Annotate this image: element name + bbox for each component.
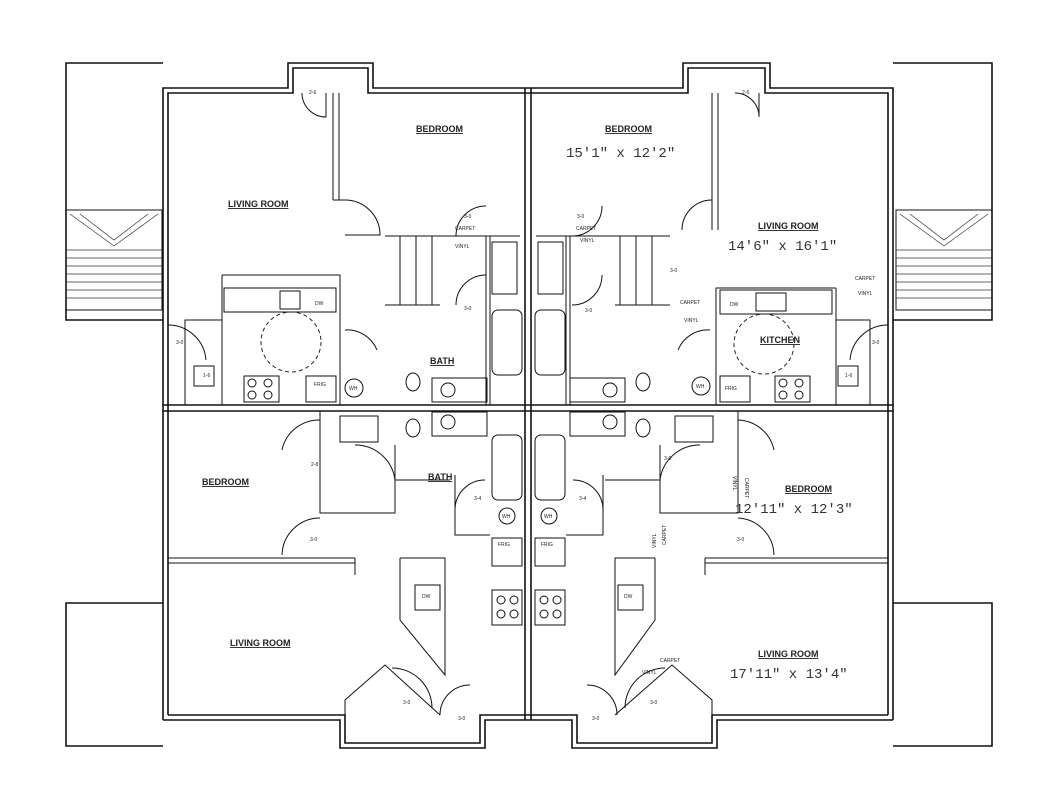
door-swings [167,92,889,716]
label-living-room-bottom-right: LIVING ROOM [758,649,819,659]
stairs-right [895,209,993,311]
appliance-tag-dw: DW [624,594,633,600]
label-living-room-top-left: LIVING ROOM [228,199,289,209]
walls-bottom-left-unit [168,411,490,716]
appliance-tag-wh: WH [696,384,705,390]
flooring-tag-vinyl: VINYL [642,670,657,676]
appliance-tag-frig: FRIG [498,542,510,548]
flooring-tag-carpet: CARPET [743,478,749,498]
kitchen-bottom-center [339,415,714,626]
label-living-room-bottom-left: LIVING ROOM [230,638,291,648]
door-tag: 3-0 [670,268,677,274]
balcony-bottom-left [65,602,163,747]
door-tag: 3-0 [310,537,317,543]
appliance-tag-wh: WH [502,514,511,520]
appliance-tag-frig: FRIG [314,382,326,388]
door-tag: 3-0 [737,537,744,543]
door-tag: 2-6 [742,90,749,96]
dimension-bedroom-bottom-right: 12'11" x 12'3" [735,502,853,518]
door-tag: 3-0 [592,716,599,722]
dimension-bedroom-top-right: 15'1" x 12'2" [566,146,675,162]
balcony-bottom-right [893,602,993,747]
door-tag: 3-0 [458,716,465,722]
balcony-top-left [65,62,163,321]
dimension-living-room-top-right: 14'6" x 16'1" [728,239,837,255]
door-tag: 1-6 [203,373,210,379]
label-bedroom-top-right: BEDROOM [605,124,652,134]
door-tag: 3-0 [464,306,471,312]
balcony-top-right [893,62,993,321]
flooring-tag-carpet: CARPET [680,300,700,306]
door-tag: 3-0 [403,700,410,706]
door-tag: 3-4 [474,496,481,502]
door-tag: 3-0 [464,214,471,220]
appliance-tag-wh: WH [544,514,553,520]
label-kitchen-top-right: KITCHEN [760,335,800,345]
label-bath-top-left: BATH [430,356,454,366]
bath-fixtures [405,241,651,501]
door-tag: 3-0 [650,700,657,706]
door-tag: 1-6 [845,373,852,379]
label-bath-bottom-left: BATH [428,472,452,482]
appliance-tag-dw: DW [730,302,739,308]
appliance-tag-wh: WH [349,386,358,392]
kitchen-top-right [691,289,859,403]
outer-walls [162,62,894,749]
flooring-tag-carpet: CARPET [455,226,475,232]
walls-top-left-unit [184,93,520,405]
door-tag: 3-0 [872,340,879,346]
appliance-tag-dw: DW [315,301,324,307]
label-living-room-top-right: LIVING ROOM [758,221,819,231]
appliance-tag-dw: DW [422,594,431,600]
door-tag: 3-4 [579,496,586,502]
label-bedroom-bottom-left: BEDROOM [202,477,249,487]
flooring-tag-vinyl: VINYL [652,533,658,548]
label-bedroom-top-left: BEDROOM [416,124,463,134]
walls-bottom-right-unit [566,411,888,716]
door-tag: 3-0 [176,340,183,346]
label-bedroom-bottom-right: BEDROOM [785,484,832,494]
stairs-left [65,209,163,311]
door-tag: 3-0 [577,214,584,220]
door-tag: 3-0 [585,308,592,314]
flooring-tag-vinyl: VINYL [731,476,737,491]
door-tag: 2-6 [309,90,316,96]
flooring-tag-vinyl: VINYL [858,291,873,297]
door-tag: 2-8 [311,462,318,468]
walls-top-right-unit [536,93,871,405]
flooring-tag-vinyl: VINYL [455,244,470,250]
flooring-tag-vinyl: VINYL [580,238,595,244]
door-tag: 3-0 [664,456,671,462]
flooring-tag-carpet: CARPET [855,276,875,282]
dimension-living-room-bottom-right: 17'11" x 13'4" [730,667,848,683]
kitchen-top-left [193,287,364,403]
flooring-tag-vinyl: VINYL [684,318,699,324]
appliance-tag-frig: FRIG [725,386,737,392]
flooring-tag-carpet: CARPET [662,525,668,545]
flooring-tag-carpet: CARPET [660,658,680,664]
flooring-tag-carpet: CARPET [576,226,596,232]
appliance-tag-frig: FRIG [541,542,553,548]
